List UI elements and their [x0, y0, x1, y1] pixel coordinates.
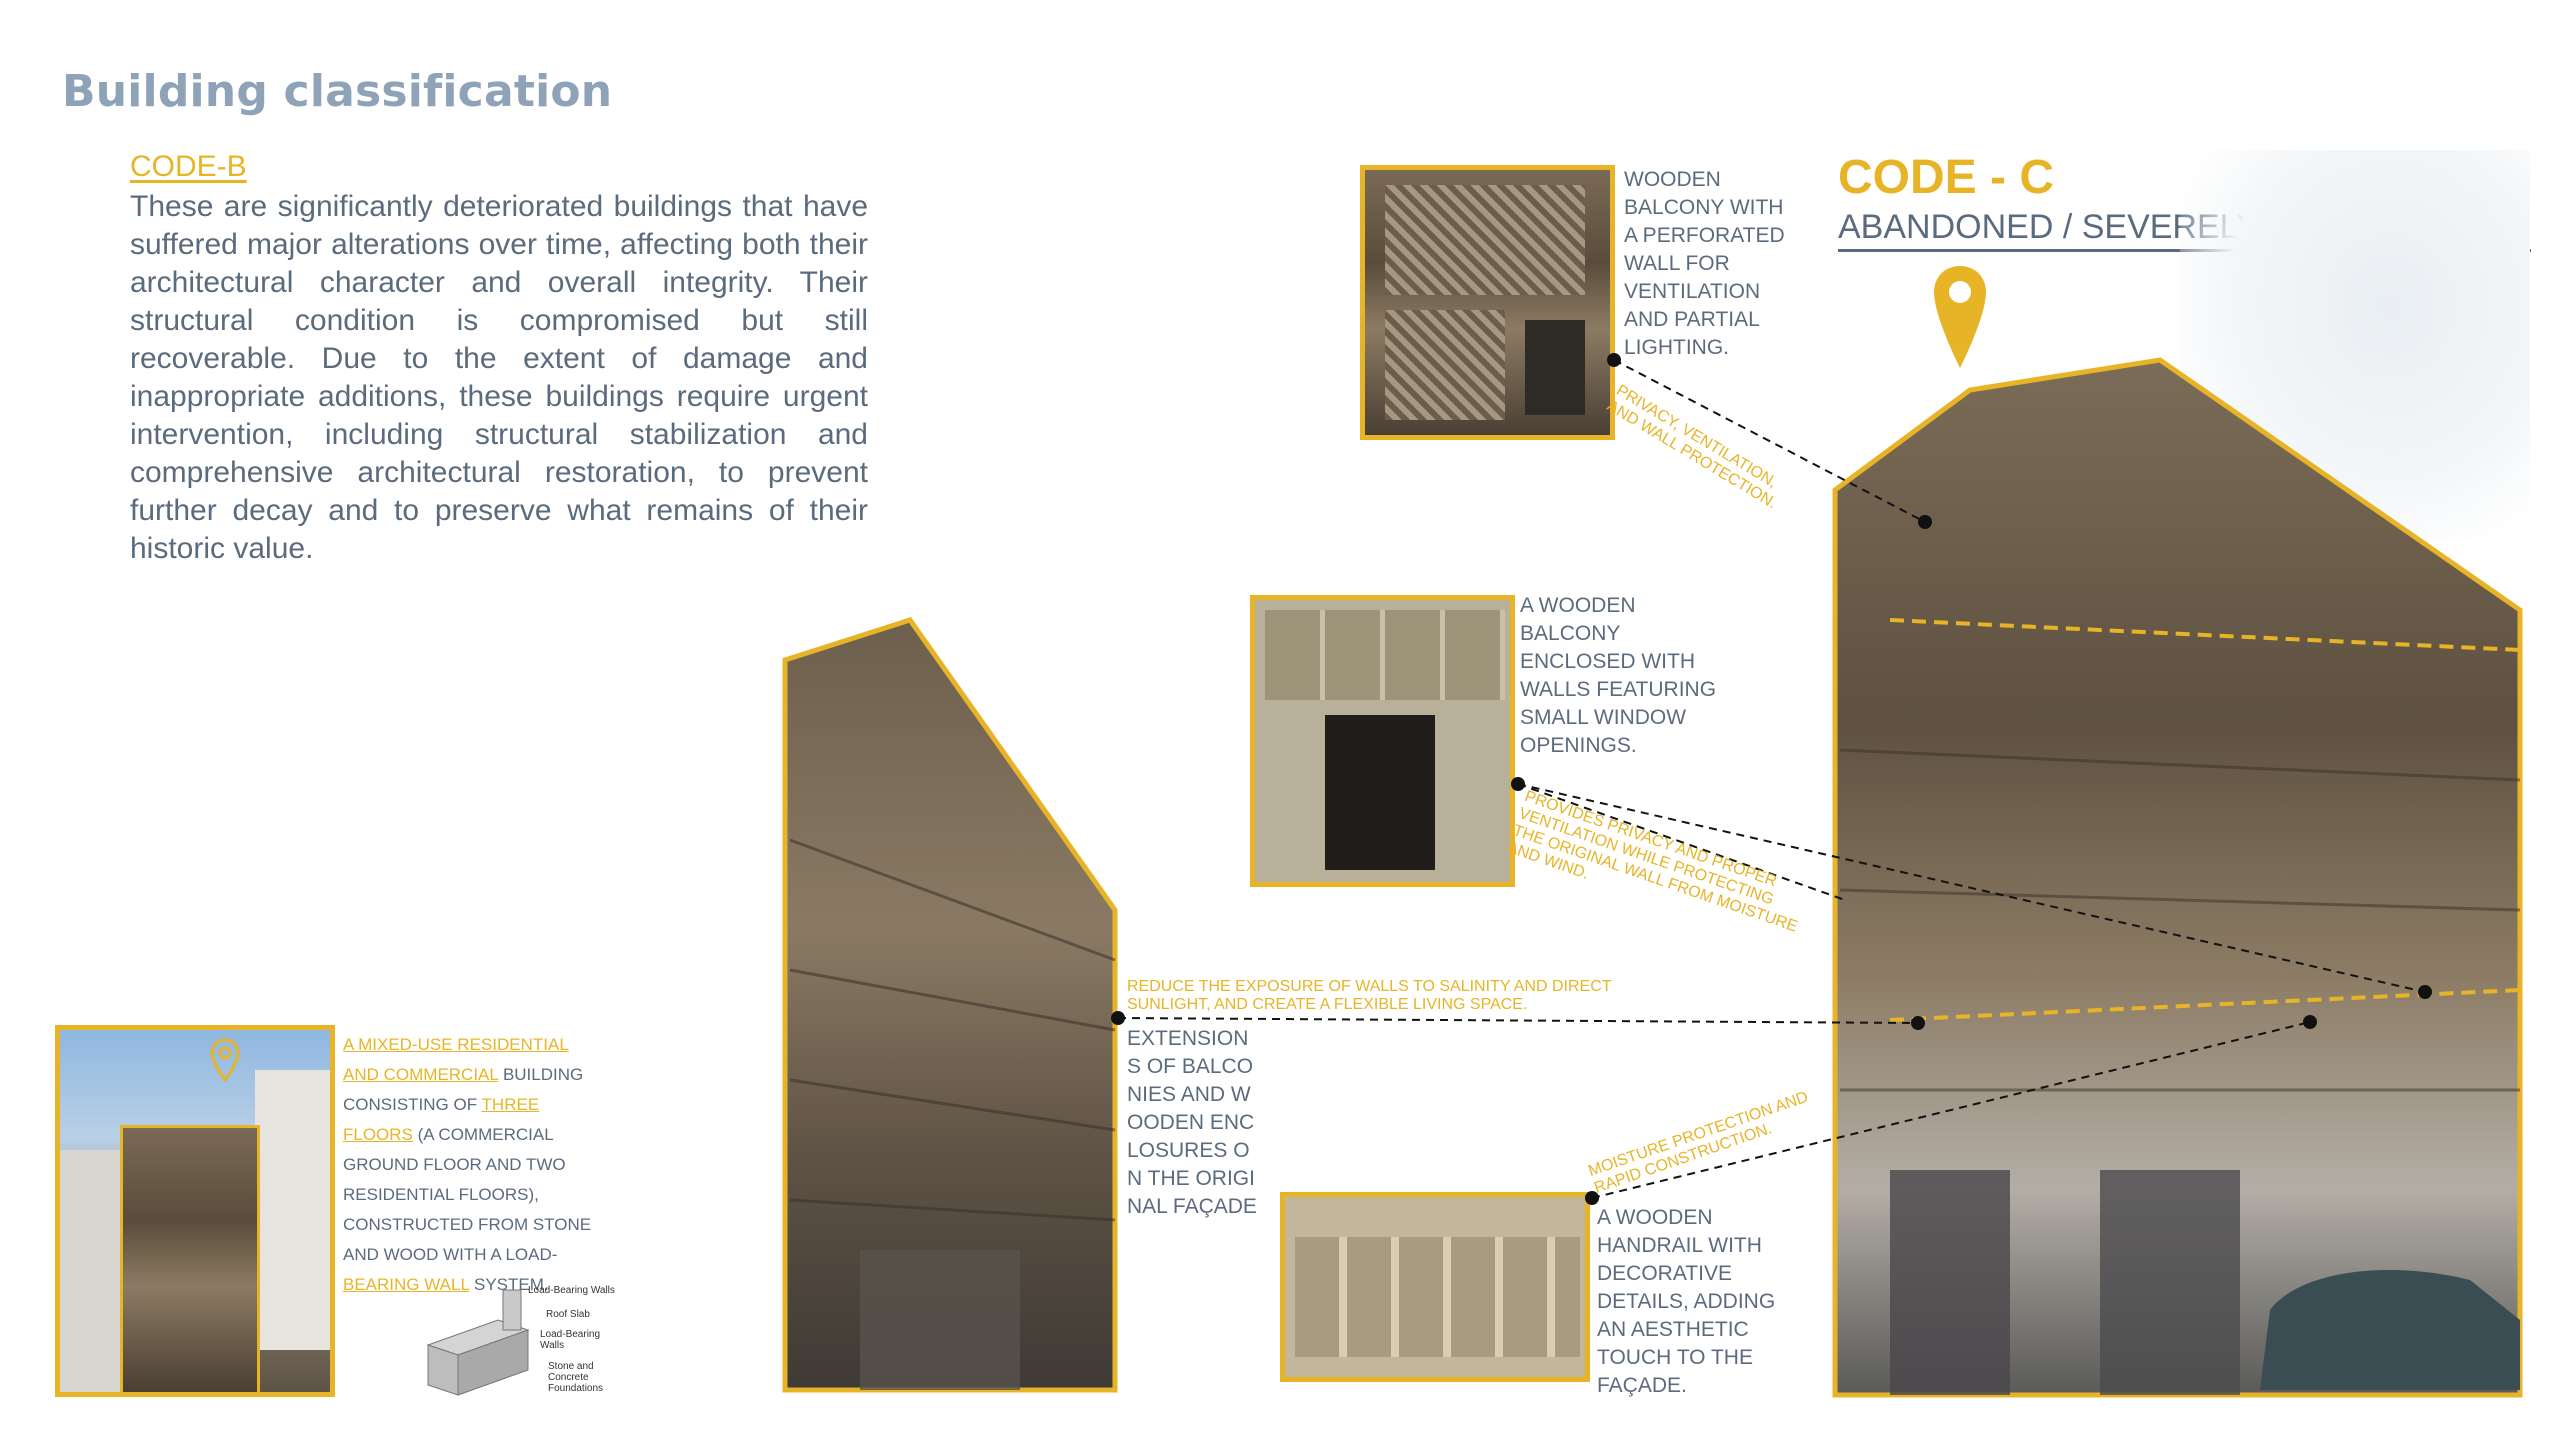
code-b-description: These are significantly deteriorated bui… — [130, 190, 868, 565]
window-opening — [1325, 715, 1435, 870]
upper-panels — [1265, 610, 1505, 700]
street-photo — [55, 1025, 335, 1397]
handrail-arches — [1295, 1237, 1580, 1357]
summary-highlight-use: A MIXED-USE RESIDENTIAL AND COMMERCIAL — [343, 1035, 569, 1084]
connector-dots — [1111, 353, 2432, 1205]
summary-text-1: BUILDING CONSISTING OF — [343, 1065, 584, 1114]
diagram-label-2: Roof Slab — [546, 1309, 590, 1320]
detail-handrail — [1280, 1192, 1590, 1382]
balcony-enclosed-label: A WOODEN BALCONY ENCLOSED WITH WALLS FEA… — [1520, 594, 1717, 757]
balcony-perforated-label: WOODEN BALCONY WITH A PERFORATED WALL FO… — [1624, 168, 1785, 359]
note-reduce: REDUCE THE EXPOSURE OF WALLS TO SALINITY… — [1127, 978, 1612, 1013]
handrail-label: A WOODEN HANDRAIL WITH DECORATIVE DETAIL… — [1597, 1206, 1776, 1397]
summary-highlight-floors: THREE FLOORS — [343, 1095, 540, 1144]
street-building-left — [60, 1150, 120, 1392]
main-building-photo — [1832, 357, 2523, 1398]
street-building-focus — [120, 1125, 260, 1392]
broken-window — [1525, 320, 1585, 415]
location-pin-icon — [210, 1038, 240, 1082]
summary-highlight-wall: BEARING WALL — [343, 1275, 470, 1294]
summary-text-3: SYSTEM. — [469, 1275, 549, 1294]
diagram-label-4: Stone and Concrete Foundations — [548, 1361, 604, 1394]
lattice-panel-bottom — [1385, 310, 1505, 420]
code-b-heading: CODE-B — [130, 150, 247, 183]
lattice-panel-top — [1385, 185, 1585, 295]
page-title: Building classification — [62, 66, 613, 117]
code-c-heading: CODE - C — [1838, 151, 2054, 204]
structure-diagram: Load-Bearing Walls Roof Slab Load-Bearin… — [418, 1285, 618, 1405]
structure-diagram-graphic — [426, 1289, 530, 1396]
location-pin-icon — [1934, 266, 1986, 368]
building-summary: A MIXED-USE RESIDENTIAL AND COMMERCIAL B… — [343, 1030, 593, 1300]
middle-building-photo — [782, 617, 1118, 1393]
detail-perforated-balcony — [1360, 165, 1615, 440]
diagram-label-1: Load-Bearing Walls — [528, 1285, 615, 1296]
extensions-label: EXTENSIONS OF BALCONIES AND WOODEN ENCLO… — [1127, 1027, 1257, 1218]
diagram-label-3: Load-Bearing Walls — [540, 1329, 601, 1351]
detail-enclosed-balcony — [1250, 595, 1515, 887]
street-building-right — [255, 1070, 330, 1350]
summary-text-2: (A COMMERCIAL GROUND FLOOR AND TWO RESID… — [343, 1125, 592, 1264]
